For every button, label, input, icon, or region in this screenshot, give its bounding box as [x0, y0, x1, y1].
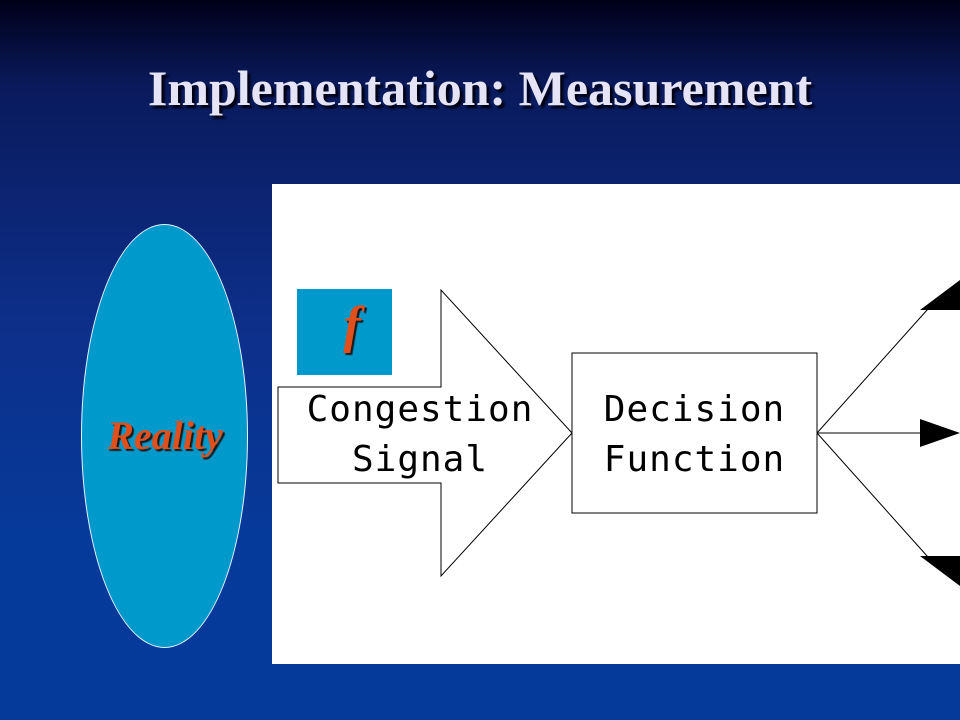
arrowhead-down-icon — [920, 556, 960, 586]
decision-function-line2: Function — [603, 439, 786, 480]
output-line-down — [816, 432, 937, 567]
arrowhead-up-icon — [920, 280, 960, 310]
congestion-signal-line2: Signal — [351, 439, 489, 480]
decision-function-box — [571, 352, 818, 514]
reality-ellipse — [81, 224, 248, 648]
decision-function-line1: Decision — [603, 389, 786, 430]
f-box — [297, 289, 392, 375]
output-line-up — [816, 299, 937, 434]
arrowhead-right-icon — [920, 419, 960, 447]
congestion-signal-line1: Congestion — [306, 389, 534, 430]
slide-title: Implementation: Measurement — [147, 60, 813, 116]
reality-label: Reality — [107, 413, 223, 458]
congestion-signal-arrow — [277, 288, 573, 578]
congestion-signal-label: Congestion Signal — [290, 385, 550, 485]
decision-function-label: Decision Function — [572, 385, 817, 485]
f-label: f — [343, 297, 361, 354]
